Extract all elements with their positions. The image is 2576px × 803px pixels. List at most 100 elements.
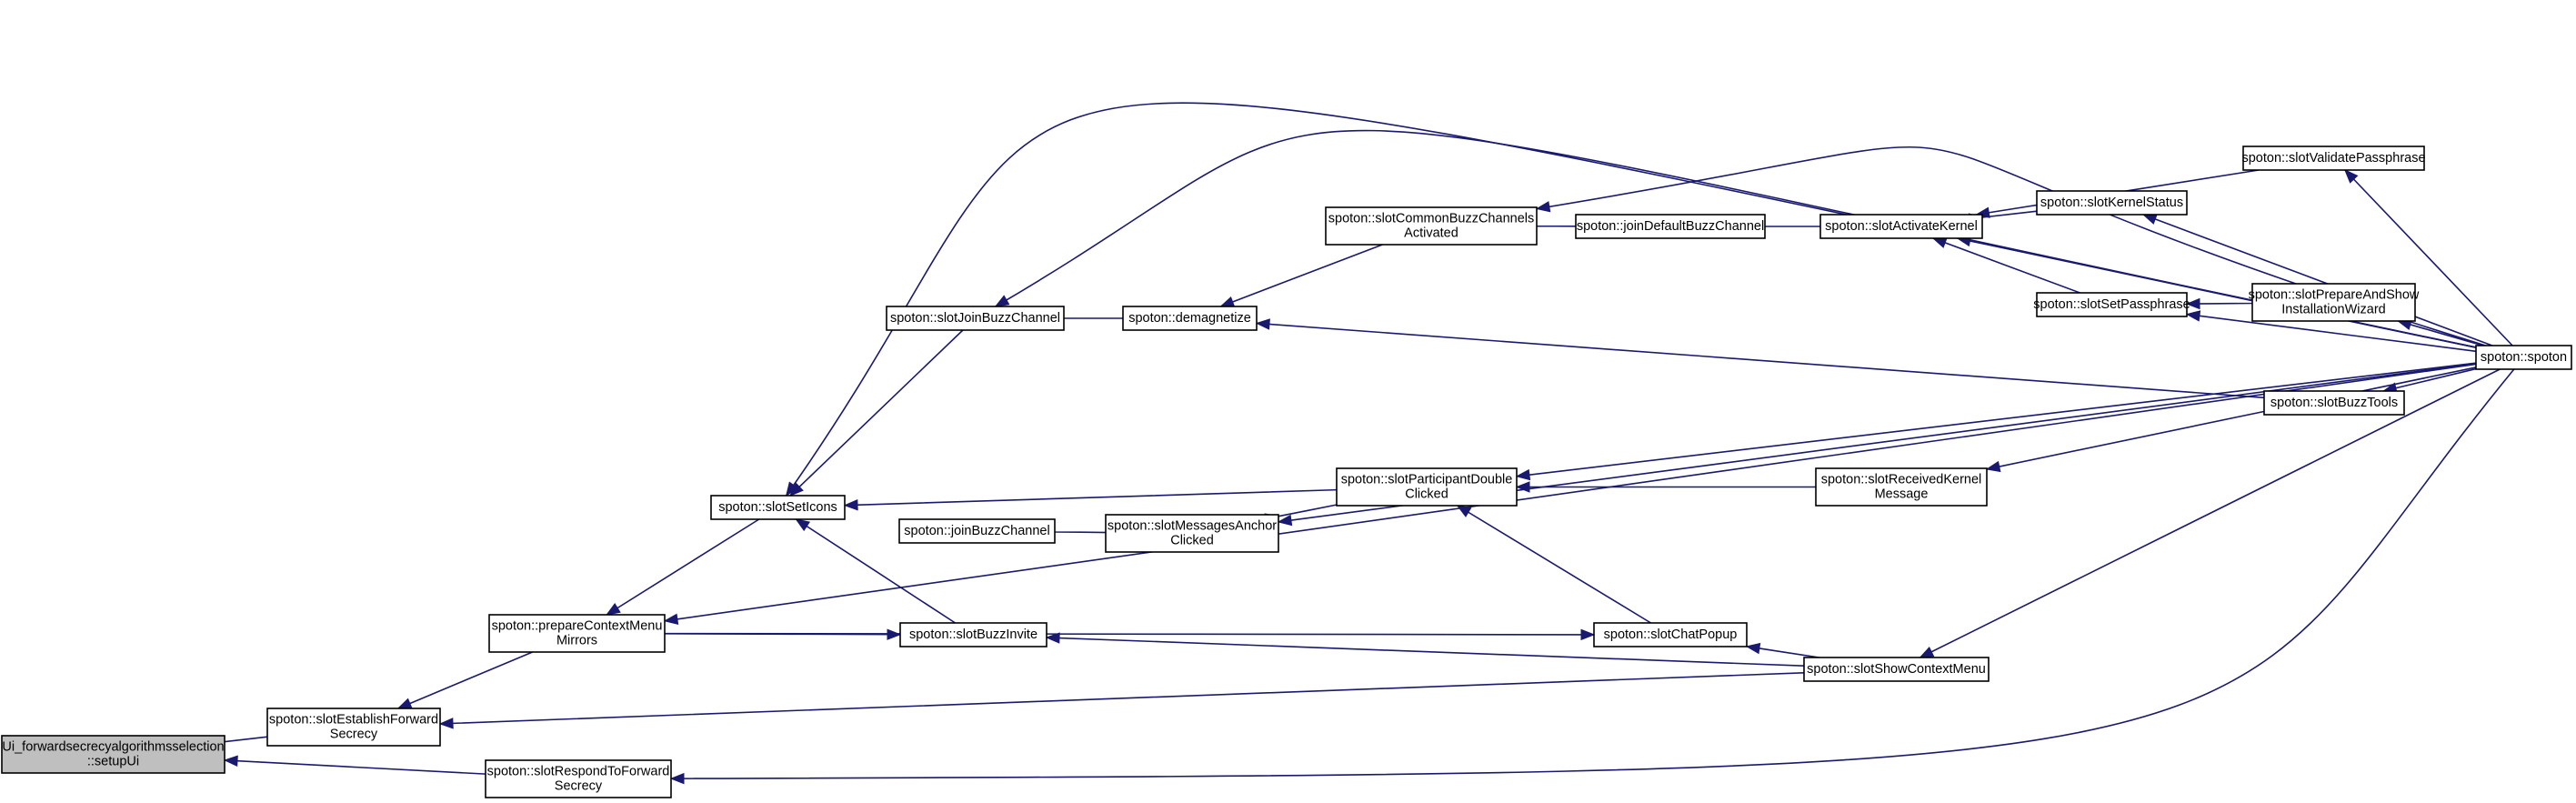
node-slotBuzzTools[interactable]: spoton::slotBuzzTools	[2263, 390, 2405, 416]
edge-slotPrepareAndShowInstallationWizard-to-slotSetPassphrase	[2185, 297, 2253, 310]
edge-spoton-to-slotParticipantDoubleClicked	[1515, 362, 2477, 481]
node-label: spoton::prepareContextMenu	[492, 619, 663, 634]
node-slotJoinBuzzChannel[interactable]: spoton::slotJoinBuzzChannel	[886, 306, 1065, 331]
node-label: InstallationWizard	[2281, 303, 2385, 317]
edge-spoton-to-slotPrepareAndShowInstallationWizard	[2397, 319, 2483, 346]
edge-line	[1220, 244, 1383, 307]
node-joinBuzzChannel[interactable]: spoton::joinBuzzChannel	[898, 518, 1056, 544]
node-slotActivateKernel[interactable]: spoton::slotActivateKernel	[1819, 214, 1983, 239]
edge-line	[1986, 366, 2477, 470]
node-box	[2036, 190, 2188, 216]
node-label: spoton::spoton	[2481, 350, 2567, 365]
arrowhead	[1045, 632, 1060, 644]
node-label: spoton::slotCommonBuzzChannels	[1328, 212, 1534, 226]
edge-slotRespondToForwardSecrecy-to-setupUi	[223, 755, 486, 775]
node-slotChatPopup[interactable]: spoton::slotChatPopup	[1593, 622, 1748, 647]
arrowhead	[994, 295, 1010, 307]
edge-line	[844, 488, 1338, 507]
node-box	[488, 614, 666, 653]
arrowhead	[1535, 201, 1551, 213]
edge-prepareContextMenuMirrors-to-slotChatPopup	[664, 628, 1596, 641]
edge-slotSetIcons-to-prepareContextMenuMirrors	[606, 518, 760, 616]
edge-spoton-to-slotRespondToForwardSecrecy	[669, 368, 2515, 785]
arrowhead	[1515, 468, 1531, 481]
node-label: spoton::slotRespondToForward	[487, 765, 670, 779]
node-slotPrepareAndShowInstallationWizard[interactable]: spoton::slotPrepareAndShowInstallationWi…	[2249, 283, 2420, 322]
node-joinDefaultBuzzChannel[interactable]: spoton::joinDefaultBuzzChannel	[1575, 214, 1766, 239]
node-slotValidatePassphrase[interactable]: spoton::slotValidatePassphrase	[2241, 146, 2426, 171]
arrowhead	[843, 498, 858, 511]
node-setupUi[interactable]: Ui_forwardsecrecyalgorithmsselection::se…	[1, 735, 226, 774]
edge-spoton-to-slotCommonBuzzChannelsActivated	[1535, 146, 2486, 346]
node-box	[2251, 283, 2416, 322]
node-label: Mirrors	[556, 634, 597, 648]
edge-line	[1256, 322, 2265, 399]
arrowhead	[1931, 237, 1948, 248]
edge-line	[1457, 505, 1651, 624]
edge-slotSetPassphrase-to-slotActivateKernel	[1931, 237, 2080, 294]
edge-line	[1536, 146, 2486, 346]
node-box	[2036, 292, 2188, 317]
node-label: ::setupUi	[87, 755, 139, 769]
arrowhead	[1515, 481, 1530, 493]
node-box	[1575, 214, 1766, 239]
edge-slotShowContextMenu-to-slotBuzzInvite	[1045, 632, 1805, 667]
node-demagnetize[interactable]: spoton::demagnetize	[1122, 306, 1258, 331]
edge-slotCommonBuzzChannelsActivated-to-demagnetize	[1219, 244, 1383, 307]
node-box	[1105, 514, 1279, 553]
edge-slotChatPopup-to-slotParticipantDoubleClicked	[1456, 505, 1651, 624]
edge-line	[670, 368, 2515, 779]
node-box	[710, 495, 846, 520]
node-label: spoton::joinBuzzChannel	[904, 524, 1049, 538]
arrowhead	[785, 481, 799, 497]
arrowhead	[2141, 214, 2158, 225]
edge-spoton-to-prepareContextMenuMirrors	[663, 363, 2477, 625]
arrowhead	[1919, 646, 1935, 658]
edge-line	[1919, 368, 2501, 658]
node-label: Message	[1875, 487, 1929, 502]
arrowhead	[396, 698, 413, 709]
edge-line	[1516, 362, 2477, 477]
arrowhead	[606, 603, 621, 616]
node-label: spoton::slotKernelStatus	[2040, 196, 2183, 210]
edge-slotReceivedKernelMessage-to-slotParticipantDoubleClicked	[1515, 481, 1816, 493]
node-slotKernelStatus[interactable]: spoton::slotKernelStatus	[2036, 190, 2188, 216]
node-slotShowContextMenu[interactable]: spoton::slotShowContextMenu	[1803, 657, 1990, 682]
arrowhead	[1456, 505, 1472, 517]
edge-line	[2344, 169, 2513, 346]
edge-line	[1957, 237, 2477, 348]
arrowhead	[1219, 296, 1236, 307]
edge-line	[664, 632, 1595, 636]
edge-spoton-to-slotKernelStatus	[2141, 214, 2493, 346]
arrowhead	[223, 755, 238, 767]
node-label: spoton::slotParticipantDouble	[1341, 473, 1513, 487]
node-label: spoton::slotReceivedKernel	[1821, 473, 1982, 487]
node-slotSetIcons[interactable]: spoton::slotSetIcons	[710, 495, 846, 520]
edge-spoton-to-slotSetIcons	[785, 102, 2477, 497]
node-spoton[interactable]: spoton::spoton	[2475, 345, 2572, 370]
arrowhead	[1255, 318, 1270, 330]
node-slotBuzzInvite[interactable]: spoton::slotBuzzInvite	[899, 622, 1047, 647]
arrowhead	[2185, 297, 2200, 310]
node-label: spoton::slotShowContextMenu	[1807, 662, 1986, 677]
arrowhead	[663, 613, 679, 625]
edge-prepareContextMenuMirrors-to-slotEstablishForwardSecrecy	[396, 651, 533, 709]
node-label: spoton::slotPrepareAndShow	[2249, 288, 2420, 303]
node-slotSetPassphrase[interactable]: spoton::slotSetPassphrase	[2033, 292, 2190, 317]
node-label: Secrecy	[555, 779, 603, 794]
edge-slotBuzzInvite-to-slotSetIcons	[795, 518, 956, 624]
node-box	[898, 518, 1056, 544]
node-box	[266, 708, 441, 747]
node-label: spoton::slotSetPassphrase	[2033, 297, 2190, 312]
node-box	[485, 759, 672, 798]
arrowhead	[2185, 310, 2201, 322]
edge-spoton-to-slotSetPassphrase	[2185, 310, 2477, 353]
